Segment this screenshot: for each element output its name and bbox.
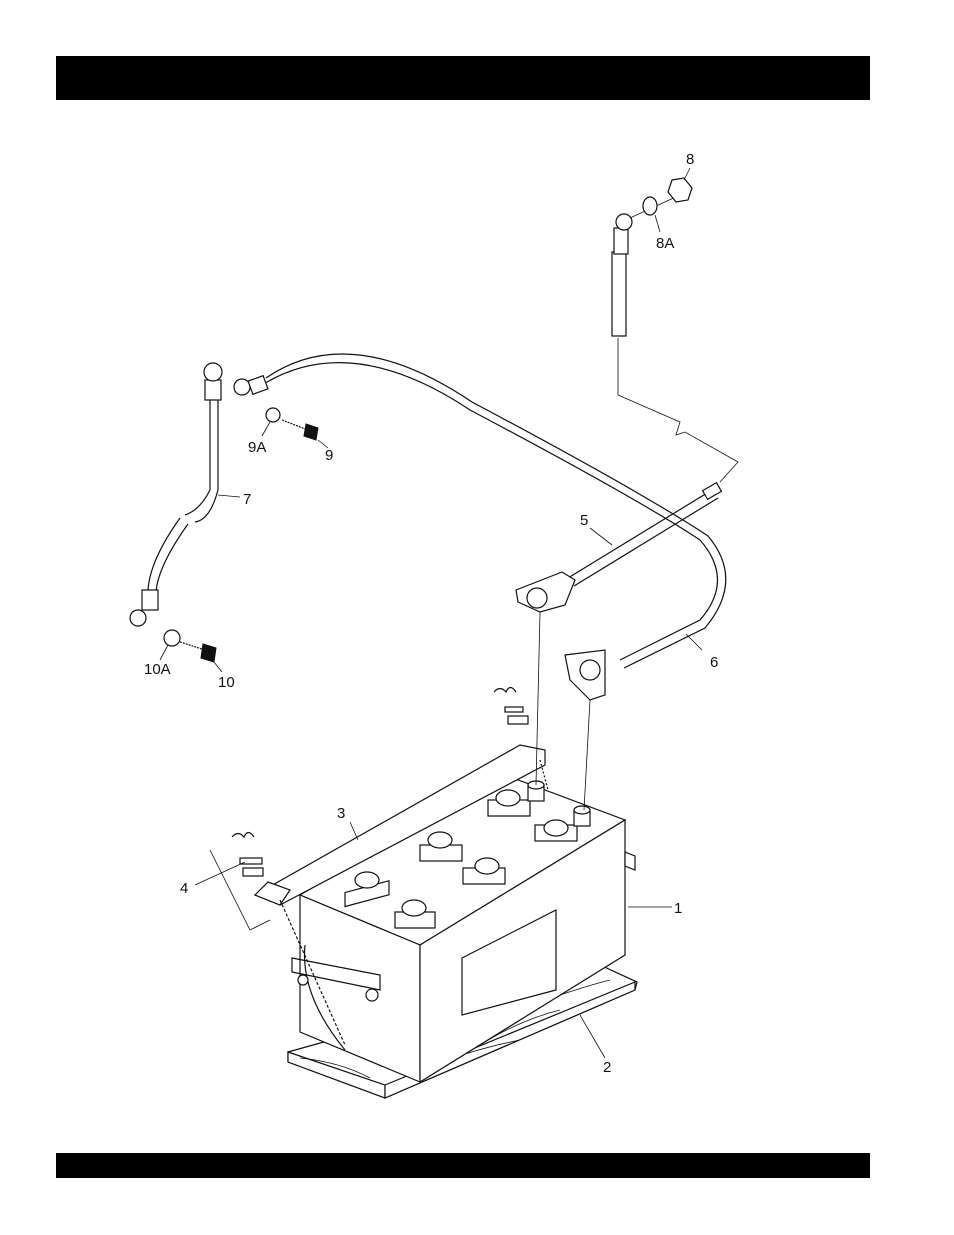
callout-5: 5: [580, 512, 588, 529]
callout-7: 7: [243, 491, 251, 508]
callout-9a: 9A: [248, 439, 266, 456]
callout-1: 1: [674, 900, 682, 917]
cable-top-right: [612, 214, 632, 336]
callout-3: 3: [337, 805, 345, 822]
cable-break: [618, 338, 738, 482]
callout-8a: 8A: [656, 235, 674, 252]
callout-10a: 10A: [144, 661, 171, 678]
callout-4: 4: [180, 880, 188, 897]
callout-10: 10: [218, 674, 235, 691]
cable-6: [262, 354, 726, 700]
callout-2: 2: [603, 1059, 611, 1076]
cable-5: [516, 483, 721, 810]
callout-9: 9: [325, 447, 333, 464]
bolt-9-and-washer-9a: [266, 408, 318, 440]
callout-8: 8: [686, 151, 694, 168]
callout-6: 6: [710, 654, 718, 671]
nut-8-and-washer-8a: [630, 178, 692, 218]
hold-down-hardware-right: [494, 688, 528, 725]
hold-down-hardware-left: [210, 833, 270, 931]
bolt-10-and-washer-10a: [164, 630, 216, 662]
